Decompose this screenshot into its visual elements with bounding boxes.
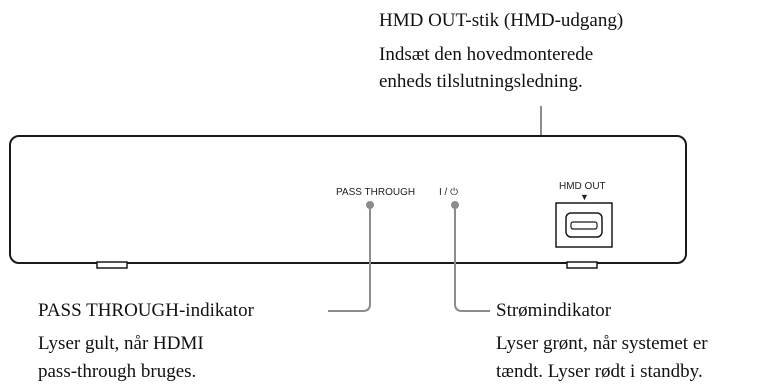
pass-through-desc-line1: Lyser gult, når HDMI: [38, 333, 204, 354]
hmd-port-title: HMD OUT-stik (HMD-udgang): [379, 10, 624, 31]
hmd-out-panel-label: HMD OUT: [559, 181, 606, 192]
pass-through-title: PASS THROUGH-indikator: [38, 300, 254, 321]
power-indicator-desc-line1: Lyser grønt, når systemet er: [496, 333, 708, 354]
device-foot-right: [566, 261, 598, 269]
power-panel-label: I / ⏻: [439, 187, 458, 198]
device-foot-left: [96, 261, 128, 269]
hmd-port-desc-line1: Indsæt den hovedmonterede: [379, 44, 594, 65]
power-led: [451, 201, 459, 209]
pass-through-leader-line: [328, 209, 371, 312]
power-leader-line: [454, 209, 490, 312]
hmd-port-slot: [570, 221, 598, 230]
down-arrow-icon: ▼: [580, 192, 589, 202]
power-indicator-desc-line2: tændt. Lyser rødt i standby.: [496, 361, 703, 382]
indicator-led-icon: [366, 201, 374, 209]
pass-through-desc-line2: pass-through bruges.: [38, 361, 197, 382]
device-body: [9, 135, 687, 264]
power-indicator-title: Strømindikator: [496, 300, 612, 321]
hmd-port-desc-line2: enheds tilslutningsledning.: [379, 71, 583, 92]
pass-through-panel-label: PASS THROUGH: [336, 187, 415, 198]
